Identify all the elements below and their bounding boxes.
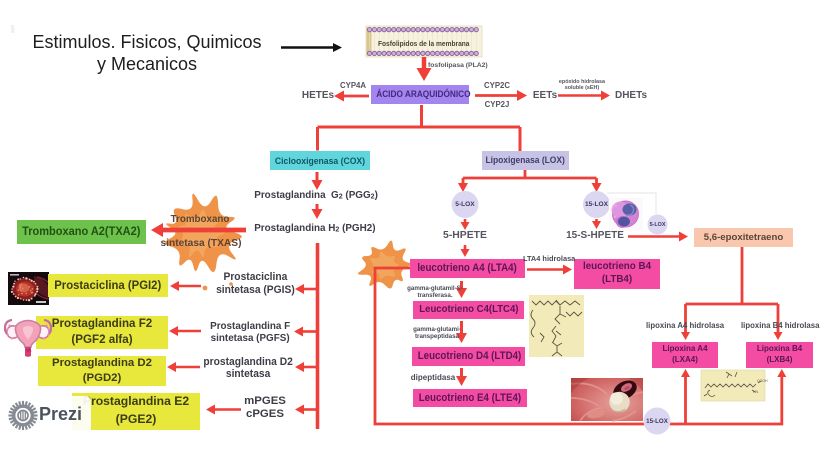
svg-text:COOH: COOH	[757, 379, 768, 383]
svg-text:HN: HN	[753, 390, 759, 394]
